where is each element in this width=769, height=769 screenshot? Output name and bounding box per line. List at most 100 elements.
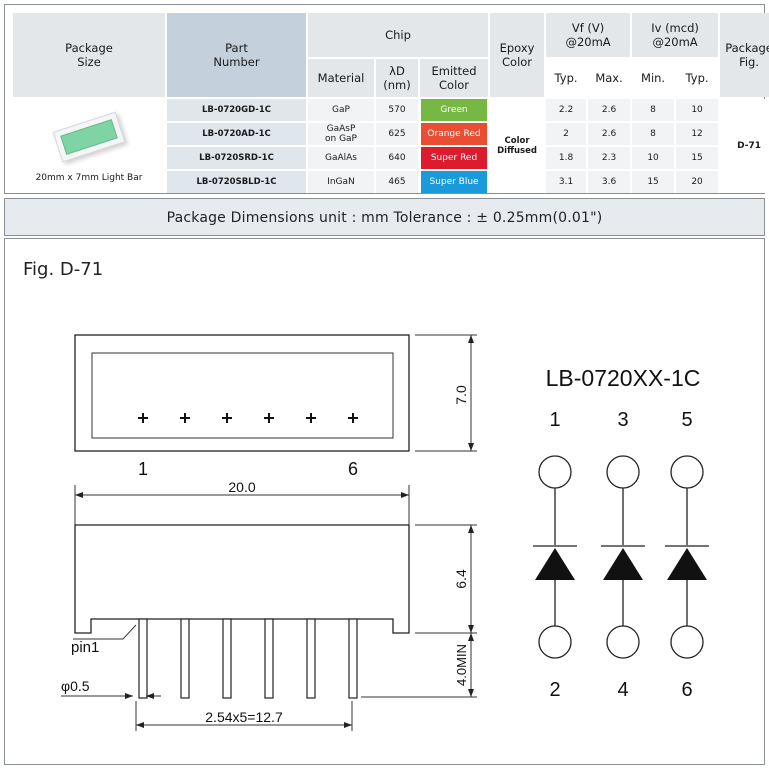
pitch-arrow-right: [344, 722, 352, 728]
header-material: Material: [308, 59, 374, 97]
cathode-pad: [670, 625, 704, 659]
material-cell: GaP: [308, 99, 374, 121]
iv-min-cell: 15: [632, 171, 675, 193]
pitch-arrow-left: [136, 722, 144, 728]
part-number-cell: LB-0720AD-1C: [167, 123, 306, 145]
part-number-cell: LB-0720SBLD-1C: [167, 171, 306, 193]
package-fig-cell: D-71: [720, 99, 769, 193]
wavelength-cell: 625: [376, 123, 418, 145]
header-chip: Chip: [308, 13, 489, 57]
emitted-color-swatch: Super Red: [421, 147, 488, 169]
emitted-color-cell: Green: [420, 99, 488, 121]
header-vf-typ: Typ.: [554, 71, 578, 85]
iv-typ-cell: 12: [676, 123, 719, 145]
lead: [222, 618, 232, 699]
front-view-body: [74, 524, 410, 634]
pin1-leader: [73, 624, 137, 640]
lead-marker: [348, 413, 358, 423]
figure-title: Fig. D-71: [23, 259, 104, 280]
vf-typ-cell: 2.2: [546, 99, 587, 121]
iv-typ-cell: 15: [676, 147, 719, 169]
emitted-color-cell: Orange Red: [420, 123, 488, 145]
top-view-outline: [74, 334, 410, 452]
iv-min-cell: 8: [632, 99, 675, 121]
wavelength-cell: 640: [376, 147, 418, 169]
pin1-label: pin1: [71, 639, 99, 656]
lead: [348, 618, 358, 699]
emitted-color-swatch: Super Blue: [421, 171, 488, 193]
lead-marker: [306, 413, 316, 423]
header-vf: Vf (V)@20mA: [546, 13, 631, 57]
header-vf-max: Max.: [595, 71, 623, 85]
led-symbol: 12: [533, 409, 577, 701]
dimension-drawing: 1 6 7.0 20.0 6.4 4.0MIN pin1: [61, 334, 709, 731]
width-arrow-right: [401, 492, 409, 498]
cathode-pin-label: 4: [617, 679, 628, 701]
anode-pin-label: 3: [617, 409, 628, 431]
package-size-cell: 20mm x 7mm Light Bar: [13, 99, 165, 193]
header-iv: Iv (mcd)@20mA: [632, 13, 719, 57]
vf-max-cell: 2.6: [588, 99, 631, 121]
vf-typ-cell: 3.1: [546, 171, 587, 193]
leads: [138, 618, 358, 699]
figure-panel: Fig. D-71 1 6 7.0 20.0 6.4: [4, 238, 765, 765]
vf-max-cell: 3.6: [588, 171, 631, 193]
front-pin-6-label: 6: [348, 459, 358, 479]
lead-arrow-top: [468, 633, 474, 641]
emitted-color-swatch: Green: [421, 99, 488, 121]
lead-marker: [222, 413, 232, 423]
material-cell: InGaN: [308, 171, 374, 193]
diameter-arrow-right: [146, 693, 154, 699]
cathode-pad: [538, 625, 572, 659]
diode-triangle: [603, 548, 643, 580]
top-view-lens: [91, 352, 394, 439]
header-iv-min: Min.: [641, 71, 666, 85]
vf-typ-cell: 1.8: [546, 147, 587, 169]
cathode-pin-label: 6: [681, 679, 692, 701]
lead-length-label: 4.0MIN: [454, 644, 469, 686]
iv-min-cell: 8: [632, 123, 675, 145]
width-label: 20.0: [228, 479, 255, 495]
anode-pad: [606, 455, 640, 489]
led-symbol: 56: [665, 409, 709, 701]
lead-arrow-bottom: [468, 689, 474, 697]
light-bar-image: [52, 111, 126, 163]
anode-pad: [670, 455, 704, 489]
diameter-arrow-left: [125, 693, 133, 699]
schematic-title: LB-0720XX-1C: [546, 365, 701, 391]
height-arrow-bottom: [468, 443, 474, 451]
lead-diameter-label: φ0.5: [61, 678, 90, 694]
body-height-label: 6.4: [453, 569, 469, 589]
emitted-color-cell: Super Blue: [420, 171, 488, 193]
lead-marker: [180, 413, 190, 423]
cathode-pin-label: 2: [549, 679, 560, 701]
lead-markers: [138, 413, 358, 423]
body-arrow-bottom: [468, 625, 474, 633]
part-number-cell: LB-0720GD-1C: [167, 99, 306, 121]
vf-typ-cell: 2: [546, 123, 587, 145]
lead-marker: [264, 413, 274, 423]
emitted-color-cell: Super Red: [420, 147, 488, 169]
lead: [138, 618, 148, 699]
package-dimensions-text: Package Dimensions unit : mm Tolerance :…: [166, 210, 603, 226]
width-arrow-left: [75, 492, 83, 498]
front-pin-1-label: 1: [138, 459, 148, 479]
height-arrow-top: [468, 335, 474, 343]
lead-marker: [138, 413, 148, 423]
pitch-label: 2.54x5=12.7: [205, 709, 283, 725]
package-size-label: 20mm x 7mm Light Bar: [35, 173, 143, 183]
diode-triangle: [667, 548, 707, 580]
lead: [264, 618, 274, 699]
